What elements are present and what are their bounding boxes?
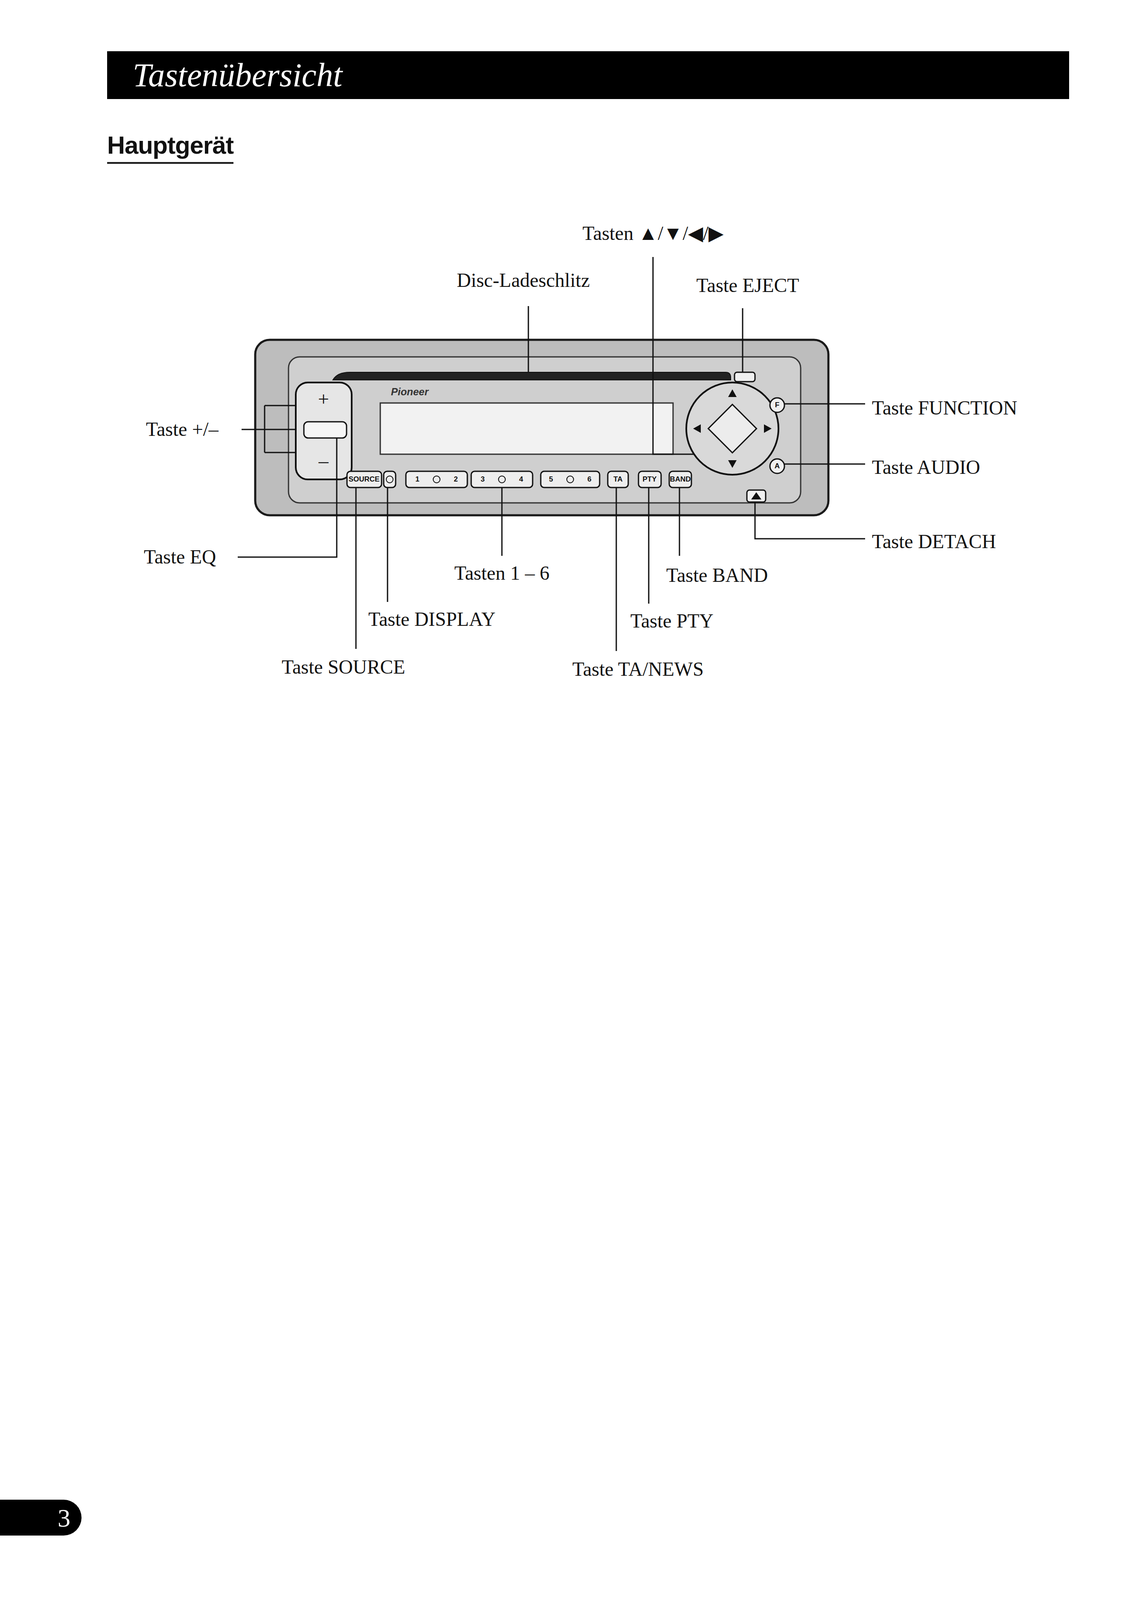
function-button	[769, 397, 785, 413]
audio-button	[769, 458, 785, 474]
callout-label: Taste PTY	[630, 609, 714, 633]
detach-button	[746, 489, 766, 502]
button-text: –	[318, 449, 329, 473]
brand-logo: Pioneer	[390, 385, 429, 398]
leader-line	[615, 487, 618, 651]
preset-button	[471, 471, 533, 488]
arrow-down	[728, 460, 737, 468]
bracket	[264, 405, 266, 453]
button-text: A	[774, 461, 780, 471]
button-text: BAND	[669, 475, 691, 484]
button-text: 4	[518, 475, 523, 484]
band-button	[669, 471, 692, 488]
preset-button	[540, 471, 600, 488]
button-text: SOURCE	[348, 475, 380, 484]
cross-pad	[686, 382, 779, 475]
page-tab	[0, 1499, 82, 1536]
leader-line	[355, 487, 357, 649]
leader-line	[237, 437, 337, 557]
leader-line	[501, 487, 503, 556]
callout-label: Taste DISPLAY	[368, 608, 496, 631]
callout-label: Taste DETACH	[871, 530, 997, 554]
ta-button	[607, 471, 629, 488]
leader-line	[742, 308, 744, 373]
cross-pad-center	[708, 404, 757, 453]
section-heading: Hauptgerät	[107, 131, 234, 164]
callout-label: Taste EJECT	[696, 274, 800, 298]
button-text: 5	[548, 475, 553, 484]
pty-button	[638, 471, 662, 488]
leader-line	[652, 256, 694, 455]
eject-button	[734, 372, 755, 382]
display-button	[383, 471, 396, 488]
arrow-right	[763, 424, 772, 433]
leader-line	[527, 306, 530, 373]
arrow-up	[728, 389, 737, 397]
source-button	[346, 471, 382, 488]
button-text: 1	[415, 475, 420, 484]
callout-label: Taste TA/NEWS	[572, 658, 704, 681]
leader-line	[241, 428, 296, 431]
page-number: 3	[57, 1503, 71, 1533]
detach-symbol	[751, 492, 762, 500]
leader-line	[754, 501, 866, 539]
disc-slot	[332, 372, 731, 380]
callout-label: Tasten 1 – 6	[454, 562, 550, 585]
preset-dot	[433, 475, 441, 483]
leader-line	[784, 463, 866, 465]
button-text: F	[775, 400, 780, 410]
preset-dot	[566, 475, 574, 483]
display-symbol	[386, 475, 394, 483]
callout-label: Taste EQ	[143, 545, 216, 569]
preset-button	[405, 471, 468, 488]
arrow-left	[693, 424, 701, 433]
preset-dot	[498, 475, 506, 483]
button-text: PTY	[642, 475, 657, 484]
callout-label: Taste FUNCTION	[871, 396, 1018, 420]
callout-label: Taste AUDIO	[871, 456, 981, 479]
title-bar: Tastenübersicht	[107, 51, 1070, 100]
callout-label: Taste +/–	[145, 418, 219, 441]
button-text: 3	[480, 475, 485, 484]
page-title: Tastenübersicht	[107, 51, 1070, 100]
volume-rocker	[295, 382, 352, 480]
callout-label: Taste BAND	[666, 564, 768, 587]
leader-line	[784, 403, 866, 405]
button-text: 6	[587, 475, 592, 484]
bracket	[264, 405, 296, 407]
eq-key	[303, 421, 347, 438]
callout-label: Disc-Ladeschlitz	[456, 269, 590, 292]
bracket	[264, 451, 296, 454]
button-text: +	[317, 387, 330, 411]
callout-label: Tasten ▲/▼/◀/▶	[582, 222, 724, 245]
display-window	[380, 402, 674, 455]
button-text: TA	[613, 475, 623, 484]
button-text: 2	[453, 475, 458, 484]
leader-line	[387, 487, 389, 602]
callout-label: Taste SOURCE	[281, 655, 406, 679]
faceplate-frame	[288, 356, 801, 503]
leader-line	[679, 487, 681, 556]
leader-line	[648, 487, 650, 604]
